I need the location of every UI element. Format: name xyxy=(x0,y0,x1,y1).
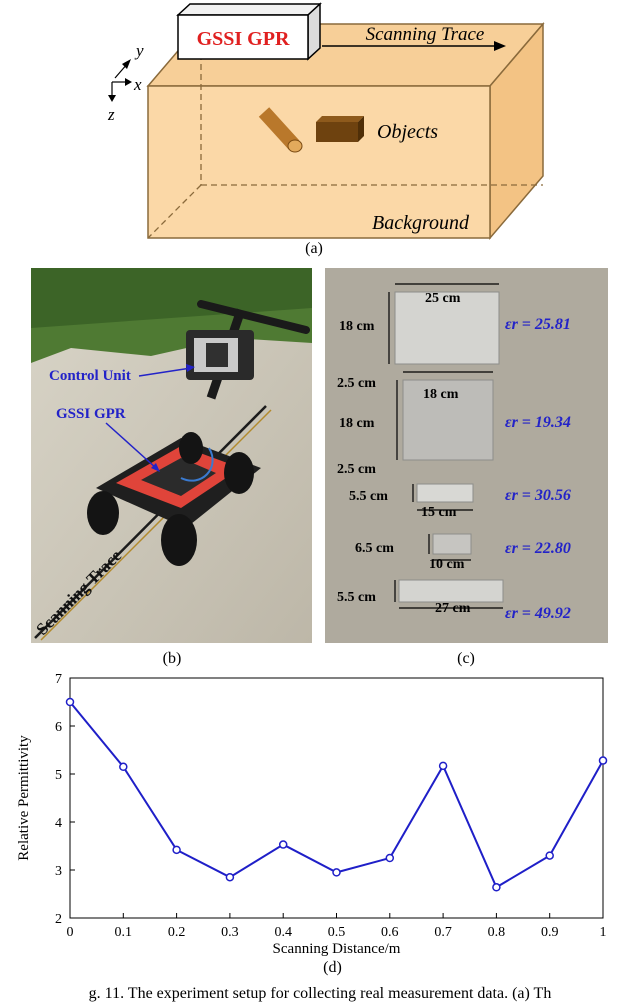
box-object xyxy=(316,116,364,142)
control-unit-label: Control Unit xyxy=(49,368,131,384)
permittivity-label: εr = 49.92 xyxy=(505,605,571,622)
gpr-photo-label: GSSI GPR xyxy=(56,406,126,422)
x-tick-label: 0.1 xyxy=(115,925,133,940)
gpr-box-top xyxy=(176,3,322,16)
dim-label: 10 cm xyxy=(429,557,465,572)
hidden-edge-diagonal xyxy=(147,184,202,239)
data-point xyxy=(545,851,554,860)
data-point xyxy=(278,840,288,849)
dim-label: 5.5 cm xyxy=(349,489,388,504)
permittivity-line-chart: 0 0.1 0.2 0.3 0.4 0.5 0.6 0.7 0.8 0.9 1 2 3 4 5 6 7 Scan… xyxy=(16,672,608,976)
y-tick-label: 6 xyxy=(55,720,62,735)
permittivity-label: εr = 25.81 xyxy=(505,316,571,333)
axis-y-arrowhead xyxy=(122,59,131,69)
axis-y-label: y xyxy=(134,41,144,60)
gpr-cart xyxy=(87,300,310,566)
data-point xyxy=(119,762,128,772)
caption-c: (c) xyxy=(457,650,475,667)
dim-label: 25 cm xyxy=(425,291,461,306)
plot-frame xyxy=(69,677,604,919)
dim-label: 15 cm xyxy=(421,505,457,520)
scanning-trace-label: Scanning Trace xyxy=(366,24,485,45)
x-tick-label: 0.7 xyxy=(434,925,452,940)
schematic-figure-a: GSSI GPR Scanning Trace y x z Objects Ba… xyxy=(107,2,545,241)
y-tick-label: 7 xyxy=(55,672,62,687)
object-block-1 xyxy=(394,291,500,365)
caption-b: (b) xyxy=(162,650,182,667)
dim-label: 27 cm xyxy=(435,601,471,616)
cylinder-object xyxy=(258,107,303,153)
gpr-box-label: GSSI GPR xyxy=(197,28,290,50)
figure-caption: g. 11. The experiment setup for collecti… xyxy=(88,985,552,1002)
data-point xyxy=(65,697,75,707)
box-front-face xyxy=(147,85,491,239)
x-tick-label: 0.8 xyxy=(488,925,506,940)
y-tick-label: 2 xyxy=(55,912,62,927)
x-tick-label: 0.6 xyxy=(381,925,399,940)
dim-label: 5.5 cm xyxy=(337,590,376,605)
x-axis-label: Scanning Distance/m xyxy=(273,941,401,957)
y-tick-label: 3 xyxy=(55,864,62,879)
y-tick-label: 4 xyxy=(55,816,62,831)
y-tick-label: 5 xyxy=(55,768,62,783)
photo-buried-objects: 25 cm 18 cm 2.5 cm 18 cm 18 cm 2.5 cm 5.… xyxy=(325,268,608,643)
data-point xyxy=(225,872,235,882)
dim-label: 2.5 cm xyxy=(337,462,376,477)
dim-label: 6.5 cm xyxy=(355,541,394,556)
axis-x-arrowhead xyxy=(125,78,132,86)
series-line xyxy=(69,701,604,889)
axis-x-label: x xyxy=(133,75,142,94)
object-block-5 xyxy=(398,579,504,603)
object-block-3 xyxy=(416,483,474,503)
x-tick-label: 0.3 xyxy=(221,925,239,940)
dim-label: 18 cm xyxy=(339,319,375,334)
caption-a: (a) xyxy=(305,240,323,257)
scanning-trace-tape xyxy=(34,405,267,639)
x-tick-label: 0.5 xyxy=(328,925,346,940)
data-point xyxy=(438,761,448,771)
axis-z-arrowhead xyxy=(108,95,116,102)
permittivity-label: εr = 30.56 xyxy=(505,487,571,504)
permittivity-label: εr = 22.80 xyxy=(505,540,571,557)
object-block-4 xyxy=(432,533,472,555)
x-tick-label: 0 xyxy=(67,925,74,940)
x-tick-label: 0.4 xyxy=(274,925,292,940)
axis-z-label: z xyxy=(107,105,115,124)
caption-d: (d) xyxy=(323,959,342,976)
gpr-box-front xyxy=(177,14,309,60)
x-tick-label: 1 xyxy=(600,925,607,940)
background-label: Background xyxy=(372,212,470,234)
object-block-2 xyxy=(402,379,494,461)
scanning-trace-arrowhead xyxy=(494,41,506,51)
control-unit-pointer xyxy=(138,367,192,377)
y-axis-label: Relative Permittivity xyxy=(16,735,32,861)
x-tick-label: 0.9 xyxy=(541,925,559,940)
dim-label: 18 cm xyxy=(423,387,459,402)
photo-gpr-cart: Control Unit GSSI GPR Scanning Trace xyxy=(31,268,312,643)
dim-label: 18 cm xyxy=(339,416,375,431)
permittivity-label: εr = 19.34 xyxy=(505,414,571,431)
gpr-photo-pointer xyxy=(105,422,157,469)
data-point xyxy=(492,883,501,892)
data-point xyxy=(332,868,341,877)
objects-label: Objects xyxy=(377,121,438,143)
data-point xyxy=(172,845,181,855)
dim-label: 2.5 cm xyxy=(337,376,376,391)
x-tick-label: 0.2 xyxy=(168,925,186,940)
data-point xyxy=(598,756,608,765)
data-point xyxy=(385,853,395,863)
